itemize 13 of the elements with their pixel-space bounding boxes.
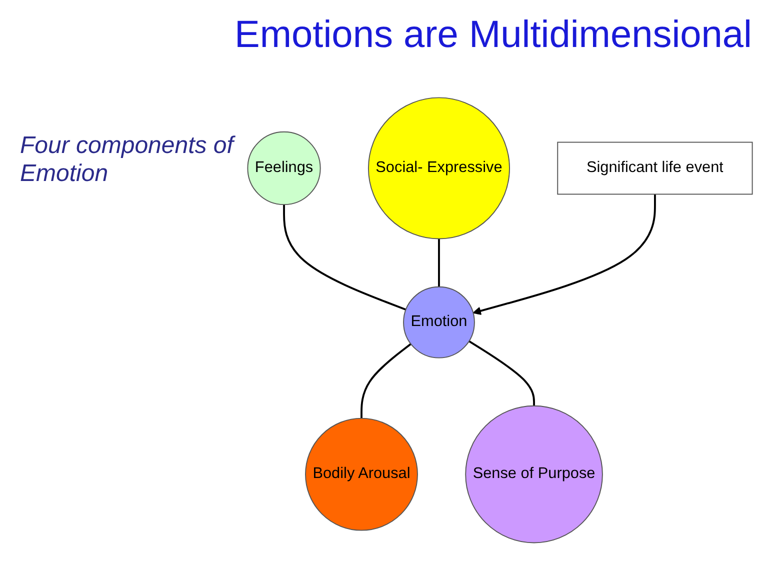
node-circle: Bodily Arousal [305, 418, 418, 531]
arrow [472, 194, 656, 315]
connector [438, 238, 440, 287]
node-circle: Sense of Purpose [465, 405, 603, 543]
connector [468, 340, 535, 406]
note-text: Four components of Emotion [20, 132, 236, 188]
node-box: Significant life event [557, 142, 753, 194]
node-circle: Feelings [247, 131, 321, 205]
node-circle: Social- Expressive [368, 97, 510, 240]
node-circle: Emotion [403, 286, 475, 358]
slide-title: Emotions are Multidimensional [234, 14, 752, 57]
connector [283, 204, 406, 310]
connector [360, 342, 412, 418]
